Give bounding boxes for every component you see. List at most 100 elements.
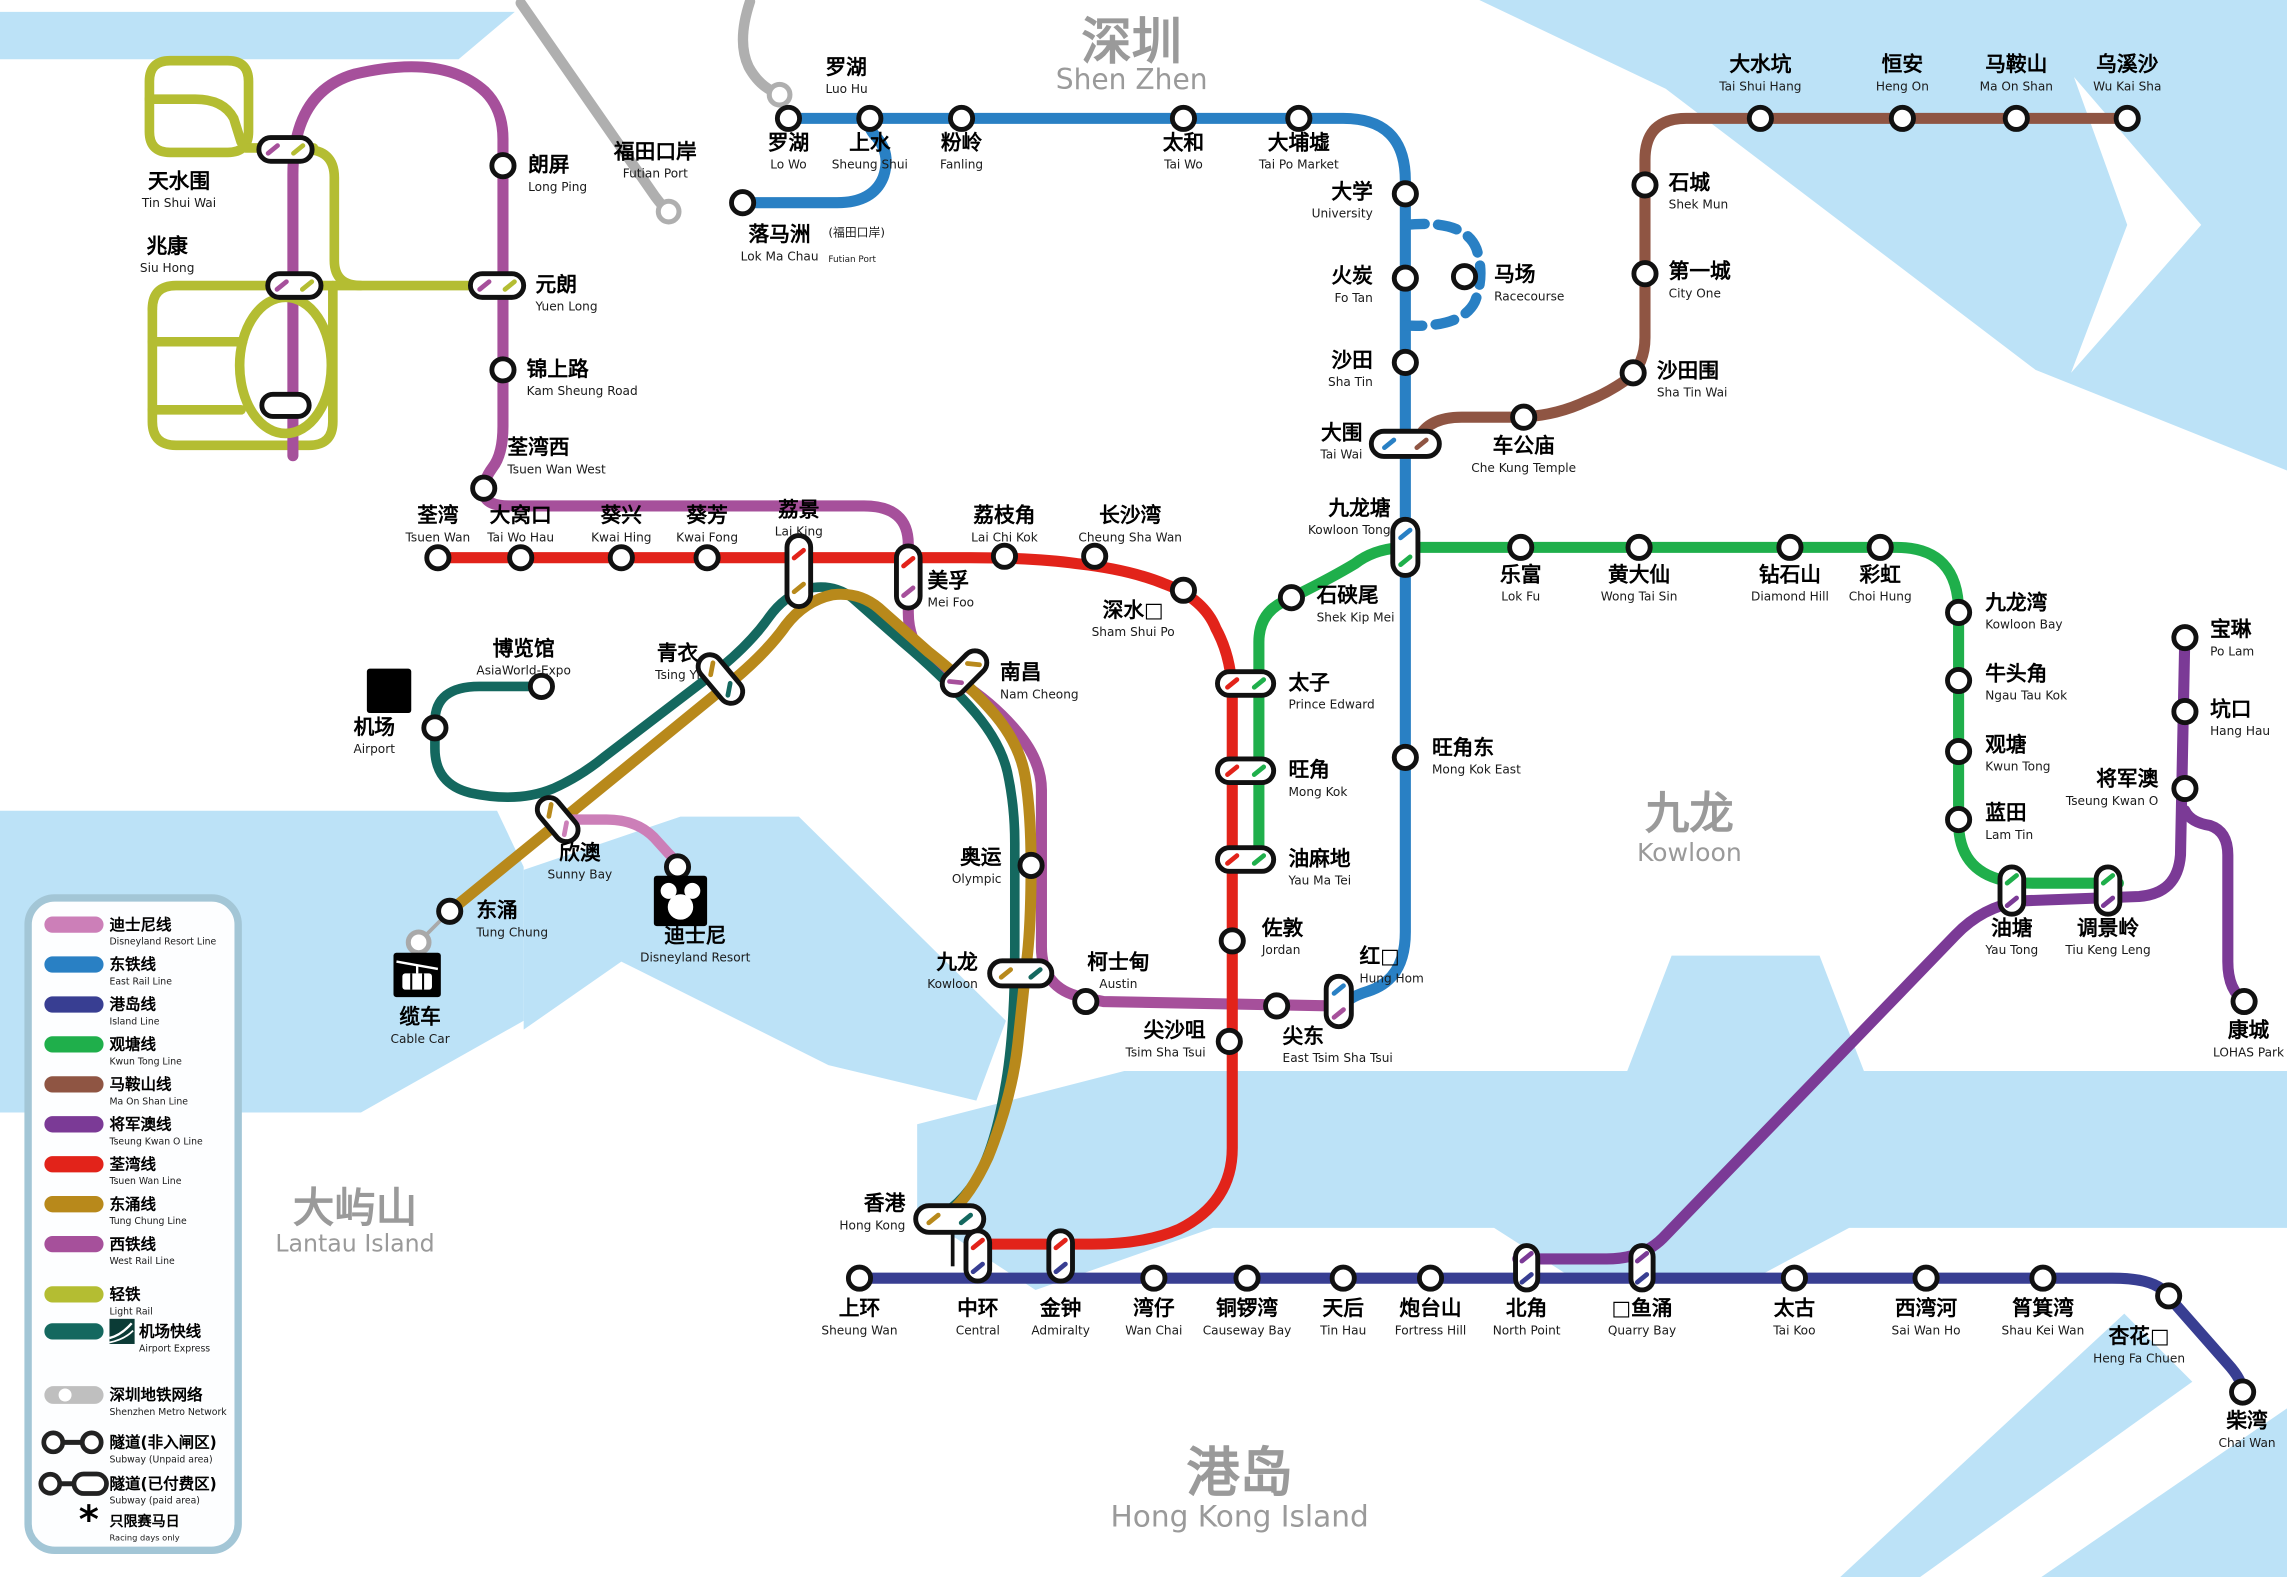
station-label-en: Sheung Wan xyxy=(821,1323,897,1337)
tick-airport_express xyxy=(1028,967,1043,980)
legend-label-zh: 迪士尼线 xyxy=(109,915,172,934)
station-label-zh: 南昌 xyxy=(1000,660,1041,684)
station-label-en: Sai Wan Ho xyxy=(1892,1323,1961,1337)
legend-label-zh: 荃湾线 xyxy=(109,1154,156,1173)
tick-airport_express xyxy=(958,1212,974,1226)
tick-tko xyxy=(2004,895,2019,909)
station-label-zh: 九龙湾 xyxy=(1984,591,2047,615)
region-en: Hong Kong Island xyxy=(1111,1500,1369,1534)
station-pill xyxy=(1215,845,1277,874)
station-label-zh: 大学 xyxy=(1331,179,1372,203)
station-marker xyxy=(424,544,452,572)
station-label-en: Sheung Shui xyxy=(832,158,908,172)
station-marker xyxy=(2171,624,2199,652)
station-label-en: Quarry Bay xyxy=(1608,1323,1676,1337)
station-marker xyxy=(1625,533,1653,561)
legend-label-zh: 西铁线 xyxy=(109,1234,156,1253)
station-label-en: Tseung Kwan O xyxy=(2065,794,2158,808)
tick-island xyxy=(1053,1261,1068,1275)
station-marker xyxy=(1945,666,1973,695)
tick-tung_chung xyxy=(708,660,716,678)
station-marker xyxy=(1888,104,1916,132)
interchange-marker xyxy=(963,1228,993,1284)
station-pill xyxy=(1368,428,1442,459)
legend-line-swatch xyxy=(44,1235,104,1253)
legend-label-en: West Rail Line xyxy=(109,1256,175,1267)
station-label-en: Racecourse xyxy=(1494,289,1564,303)
station-marker xyxy=(663,853,692,881)
station-marker xyxy=(729,189,757,217)
station-label-zh: 调景岭 xyxy=(2077,916,2139,940)
station-label-en: Austin xyxy=(1099,977,1137,991)
station-label-zh: 上环 xyxy=(839,1296,881,1320)
tick-kwun_tong xyxy=(1398,554,1413,567)
legend-label-zh: 港岛线 xyxy=(109,995,156,1014)
interchange-marker xyxy=(1628,1243,1656,1293)
station-label-en: Sham Shui Po xyxy=(1092,625,1175,639)
station-marker xyxy=(990,542,1018,570)
tick-west_rail xyxy=(947,679,964,686)
station-label-en: Long Ping xyxy=(528,180,587,194)
station-label-en: Sha Tin xyxy=(1328,375,1373,389)
station-label-en: Che Kung Temple xyxy=(1471,461,1576,475)
station-marker xyxy=(2230,987,2258,1016)
station-label-zh: 粉岭 xyxy=(941,130,983,154)
station-label-zh: 荃湾西 xyxy=(507,435,569,459)
station-label-en: Tsuen Wan West xyxy=(506,462,606,476)
station-label-zh: 彩虹 xyxy=(1858,562,1901,586)
station-label-en: Kam Sheung Road xyxy=(527,384,638,398)
tick-kwun_tong xyxy=(1251,677,1267,690)
legend-label-zh: 隧道(非入闸区) xyxy=(109,1433,216,1452)
station-hung-hom: 红□Hung Hom xyxy=(1323,944,1424,1030)
station-label-zh: 迪士尼 xyxy=(664,923,726,947)
station-pill xyxy=(1513,1243,1541,1293)
legend-line-swatch xyxy=(44,1036,104,1053)
interchange-marker xyxy=(1215,669,1277,698)
tick-west_rail xyxy=(1331,1007,1346,1020)
station-label-zh: 美孚 xyxy=(928,568,969,592)
station-marker xyxy=(1631,171,1659,199)
station-label-en: East Tsim Sha Tsui xyxy=(1283,1051,1393,1065)
legend-item-west-rail-line: 西铁线 West Rail Line xyxy=(44,1234,175,1267)
station-label-en: Tiu Keng Leng xyxy=(2064,943,2150,957)
station-label-zh: 观塘 xyxy=(1985,733,2027,757)
legend-label-zh: 只限赛马日 xyxy=(109,1513,179,1530)
station-label-zh: 沙田 xyxy=(1331,348,1372,372)
station-label-en: Kowloon xyxy=(927,977,978,991)
station-label-zh: 尖东 xyxy=(1283,1024,1324,1048)
water-area-5 xyxy=(1840,1313,2193,1577)
region-en: Shen Zhen xyxy=(1056,63,1208,96)
interchange-marker xyxy=(1368,428,1442,459)
station-pill xyxy=(1390,516,1421,578)
station-label-en: Tai Koo xyxy=(1772,1323,1815,1337)
station-label-en: Fo Tan xyxy=(1334,291,1372,305)
station-label-en: Shek Kip Mei xyxy=(1317,610,1395,624)
legend-label-en: Disneyland Resort Line xyxy=(109,937,216,948)
station-marker xyxy=(2171,698,2199,726)
interchange-marker xyxy=(1513,1243,1541,1293)
tick-east_rail xyxy=(1398,527,1413,541)
station-label-en: Hang Hau xyxy=(2210,724,2270,738)
station-marker xyxy=(489,152,517,180)
interchange-marker xyxy=(467,271,527,300)
station-label-en: Fanling xyxy=(940,158,983,172)
station-label-zh: 九龙塘 xyxy=(1327,496,1390,520)
